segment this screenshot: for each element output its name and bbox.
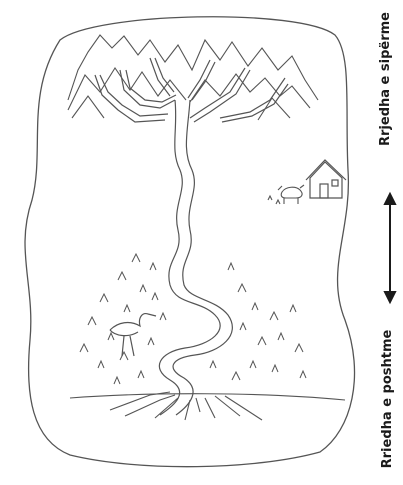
downstream-label: Rriedha e poshtme	[380, 319, 398, 479]
mountains	[68, 35, 318, 120]
grass-tufts	[80, 254, 306, 384]
river-delta	[70, 392, 345, 420]
direction-arrow	[385, 194, 395, 302]
tributaries	[95, 58, 288, 122]
cow	[268, 185, 304, 204]
house	[306, 160, 346, 198]
heron-bird	[110, 314, 156, 356]
upstream-label: Rrjedha e sipërme	[378, 4, 396, 154]
frame-outline	[25, 17, 355, 467]
main-river	[159, 100, 232, 415]
